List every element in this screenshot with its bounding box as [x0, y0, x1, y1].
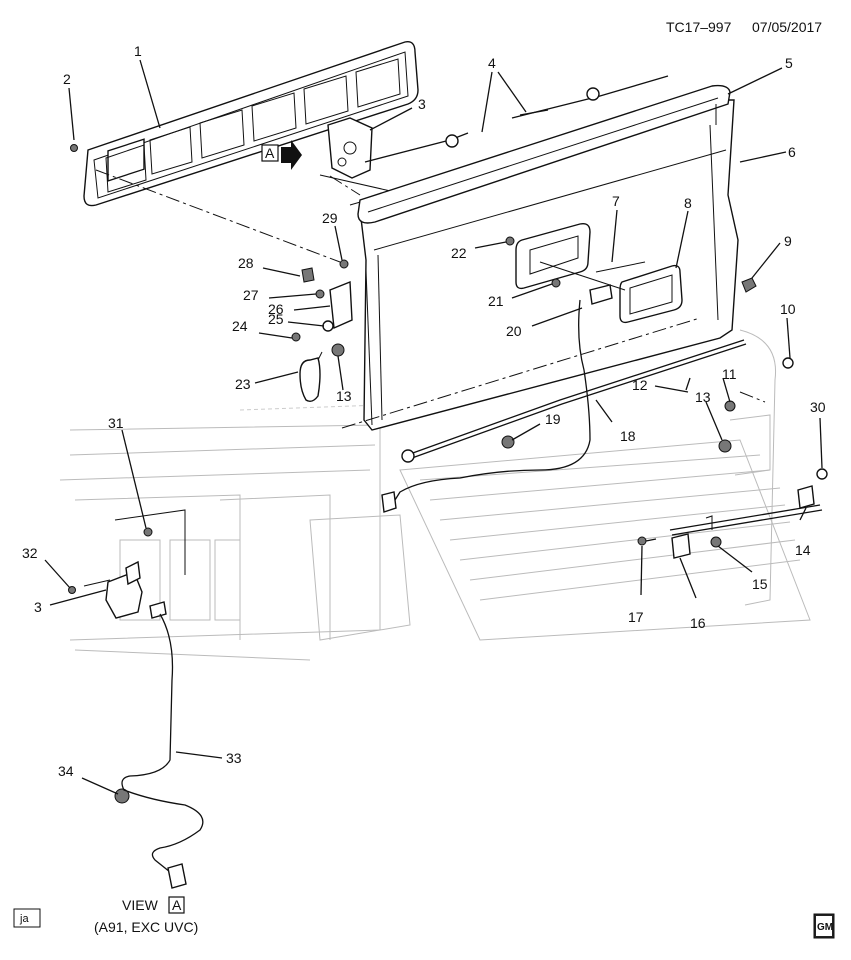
callout-27: 27 — [243, 287, 259, 303]
callout-3-view-a: 3 — [34, 599, 42, 615]
leader-lines — [44, 59, 823, 795]
callout-30: 30 — [810, 399, 826, 415]
callout-1: 1 — [134, 43, 142, 59]
callout-28: 28 — [238, 255, 254, 271]
arrow-right-icon — [281, 140, 302, 170]
callout-22: 22 — [451, 245, 467, 261]
callout-21: 21 — [488, 293, 504, 309]
view-title: VIEW — [122, 897, 159, 913]
callout-23: 23 — [235, 376, 251, 392]
lower-latch-rod — [669, 485, 823, 559]
callout-8: 8 — [684, 195, 692, 211]
callout-5: 5 — [785, 55, 793, 71]
callout-12: 12 — [632, 377, 648, 393]
view-title-letter: A — [172, 897, 182, 913]
view-note: (A91, EXC UVC) — [94, 919, 198, 935]
callout-32: 32 — [22, 545, 38, 561]
callout-29: 29 — [322, 210, 338, 226]
callout-14: 14 — [795, 542, 811, 558]
part-2-screw — [70, 144, 78, 152]
callout-4: 4 — [488, 55, 496, 71]
callout-6: 6 — [788, 144, 796, 160]
callout-13-right: 13 — [695, 389, 711, 405]
part-20-wiring-harness — [381, 284, 613, 513]
ja-badge-text: ja — [19, 913, 29, 925]
callout-labels: 1 2 3 4 5 6 7 8 9 10 11 12 13 14 15 16 1… — [22, 43, 826, 779]
left-hinge-assembly — [299, 280, 353, 403]
callout-11: 11 — [722, 366, 737, 382]
part-8-handle-bezel — [539, 261, 683, 324]
view-a-indicator: A — [261, 140, 302, 170]
view-a-letter: A — [265, 145, 275, 161]
callout-18: 18 — [620, 428, 636, 444]
callout-9: 9 — [784, 233, 792, 249]
view-a-caption: VIEW A (A91, EXC UVC) — [94, 896, 198, 935]
part-1-tailgate-inner-panel — [83, 41, 419, 207]
callout-33: 33 — [226, 750, 242, 766]
callout-7: 7 — [612, 193, 620, 209]
part-3-latch-upper — [319, 117, 396, 206]
callout-10: 10 — [780, 301, 796, 317]
part-18-cable — [401, 339, 747, 463]
callout-34: 34 — [58, 763, 74, 779]
callout-15: 15 — [752, 576, 768, 592]
callout-26: 26 — [268, 301, 284, 317]
callout-20: 20 — [506, 323, 522, 339]
gm-logo-text: GM — [817, 922, 833, 933]
part-33-harness — [121, 613, 204, 889]
diagram-code: TC17–997 — [666, 19, 732, 35]
callout-31: 31 — [108, 415, 124, 431]
gm-logo: GM — [813, 913, 835, 939]
guide-lines — [95, 169, 766, 429]
callout-2: 2 — [63, 71, 71, 87]
callout-17: 17 — [628, 609, 644, 625]
ja-badge: ja — [13, 908, 41, 928]
callout-16: 16 — [690, 615, 706, 631]
callout-25: 25 — [268, 311, 284, 327]
callout-19: 19 — [545, 411, 561, 427]
diagram-date: 07/05/2017 — [752, 19, 822, 35]
callout-13-left: 13 — [336, 388, 352, 404]
part-5-tailgate-cap — [357, 84, 731, 224]
callout-3: 3 — [418, 96, 426, 112]
part-3-latch-view-a — [83, 509, 186, 619]
part-4-rods — [364, 75, 669, 163]
callout-24: 24 — [232, 318, 248, 334]
